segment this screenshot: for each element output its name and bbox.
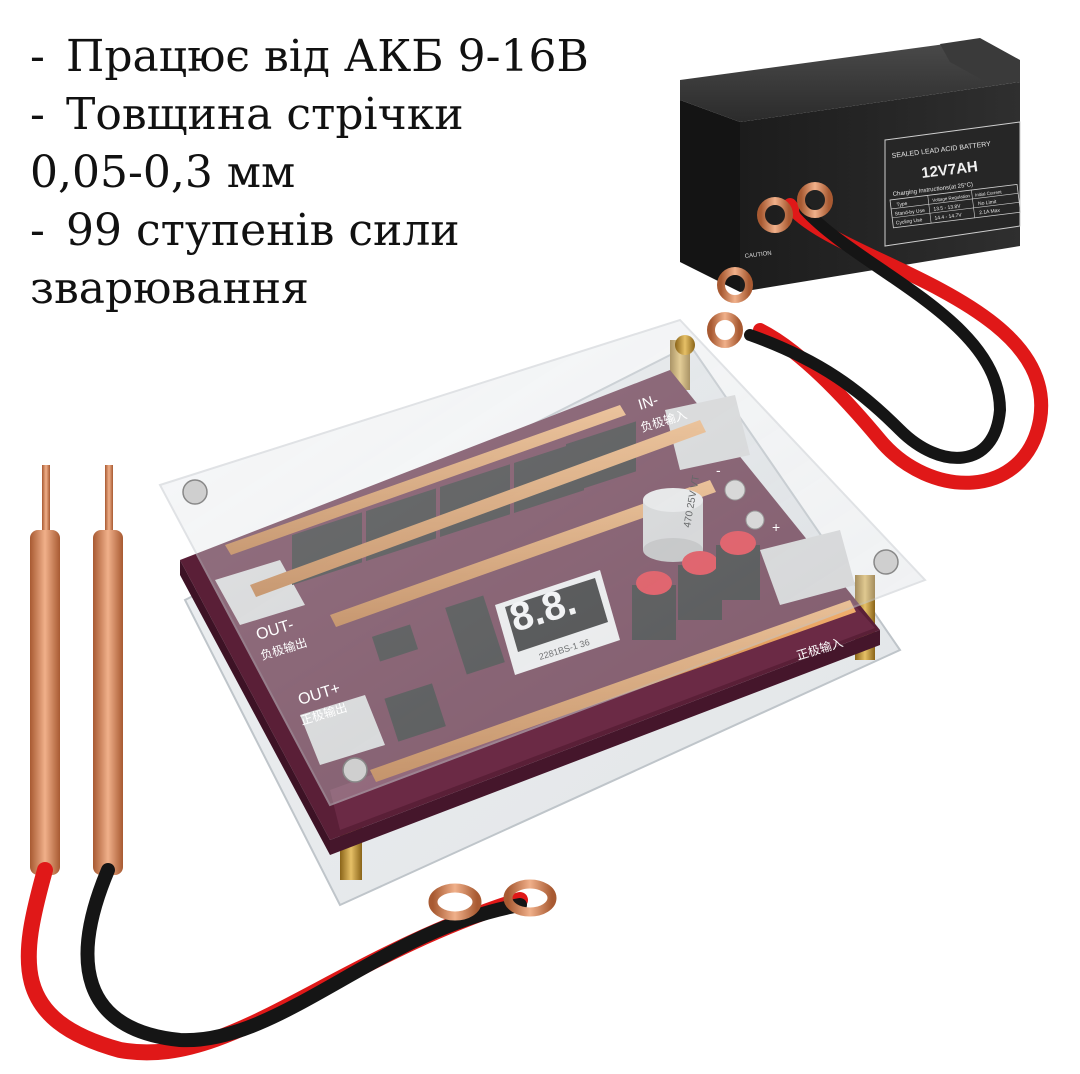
spec-cycling-voltage: 14.4 - 14.7V [934, 212, 962, 221]
feature-item-voltage: -Працює від АКБ 9-16В [30, 28, 670, 86]
feature-text-strip-line1: Товщина стрічки [66, 89, 464, 140]
bullet-dash: - [30, 31, 45, 82]
feature-text-power-line1: 99 ступенів сили [66, 205, 460, 256]
pin-minus: - [716, 462, 721, 478]
spec-standby: Stand-by Use [894, 208, 925, 218]
spec-header-voltage: Voltage Regulation [932, 193, 971, 203]
feature-list: -Працює від АКБ 9-16В -Товщина стрічки 0… [30, 28, 670, 318]
feature-text-power-line2: зварювання [30, 263, 309, 314]
feature-item-power-cont: зварювання [30, 260, 670, 318]
spec-cycling: Cycling Use [896, 217, 923, 226]
battery-caution: CAUTION [745, 251, 773, 260]
feature-item-power: -99 ступенів сили [30, 202, 670, 260]
feature-text-voltage: Працює від АКБ 9-16В [66, 31, 589, 82]
battery-lugs [707, 182, 833, 348]
feature-item-strip-cont: 0,05-0,3 мм [30, 144, 670, 202]
welding-pens [30, 465, 123, 875]
spec-header-current: Initial Current [975, 189, 1003, 197]
pin-plus: + [772, 519, 780, 535]
feature-item-strip: -Товщина стрічки [30, 86, 670, 144]
feature-text-strip-line2: 0,05-0,3 мм [30, 147, 296, 198]
spec-standby-voltage: 13.5 - 13.8V [933, 203, 961, 212]
spec-standby-current: No Limit [978, 199, 998, 207]
battery-rating: 12V7AH [920, 158, 978, 182]
battery [680, 38, 1021, 292]
pen-cables [20, 862, 528, 1061]
pen-lugs [428, 879, 557, 921]
label-in-neg: IN- [636, 392, 660, 414]
battery-cables [744, 198, 1049, 490]
spec-header-type: Type [896, 201, 908, 208]
bullet-dash: - [30, 89, 45, 140]
bullet-dash: - [30, 205, 45, 256]
spec-cycling-current: 2.1A Max [979, 208, 1001, 217]
battery-spec-table: Type Voltage Regulation Initial Current … [889, 183, 1021, 229]
welder-board: 8.8. 2281BS-1 36 470 25V VT [158, 318, 927, 907]
